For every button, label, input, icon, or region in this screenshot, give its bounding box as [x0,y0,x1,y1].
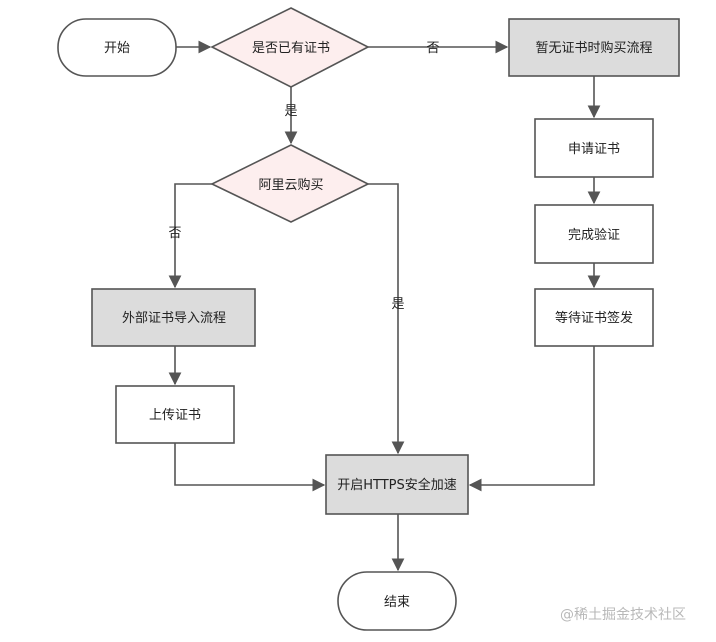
edge-aliyun-no [168,183,212,289]
import-flow-node [91,288,256,347]
has-cert-decision [210,7,370,88]
edge-wait-to-https [468,346,595,492]
complete-verify-node-label: 完成验证 [568,227,620,243]
aliyun-buy-decision-label: 阿里云购买 [258,177,323,193]
complete-verify-node [534,204,654,264]
has-cert-decision-label: 是否已有证书 [252,41,330,56]
aliyun-buy-decision [210,144,370,223]
edge-label-aliyun-yes: 是 [391,297,404,312]
edge-aliyun-yes [368,183,405,455]
watermark: @稀土掘金技术社区 [560,607,686,623]
end-node [337,571,457,631]
upload-cert-node-label: 上传证书 [149,408,201,423]
edge-label-has-cert-yes: 是 [284,104,297,119]
apply-cert-node-label: 申请证书 [568,142,620,157]
end-node-label: 结束 [384,595,410,610]
enable-https-node-label: 开启HTTPS安全加速 [337,477,457,493]
import-flow-node-label: 外部证书导入流程 [122,311,226,326]
start-node-label: 开始 [104,41,130,56]
buy-flow-node [508,18,680,77]
apply-cert-node [534,118,654,178]
buy-flow-node-label: 暂无证书时购买流程 [535,40,652,56]
wait-issue-node [534,288,654,347]
wait-issue-node-label: 等待证书签发 [555,310,633,326]
edge-label-aliyun-no: 否 [168,226,181,241]
edge-upload-to-https [174,443,326,492]
enable-https-node [325,454,469,515]
upload-cert-node [115,385,235,444]
start-node [57,18,177,77]
edge-label-has-cert-no: 否 [426,41,439,56]
